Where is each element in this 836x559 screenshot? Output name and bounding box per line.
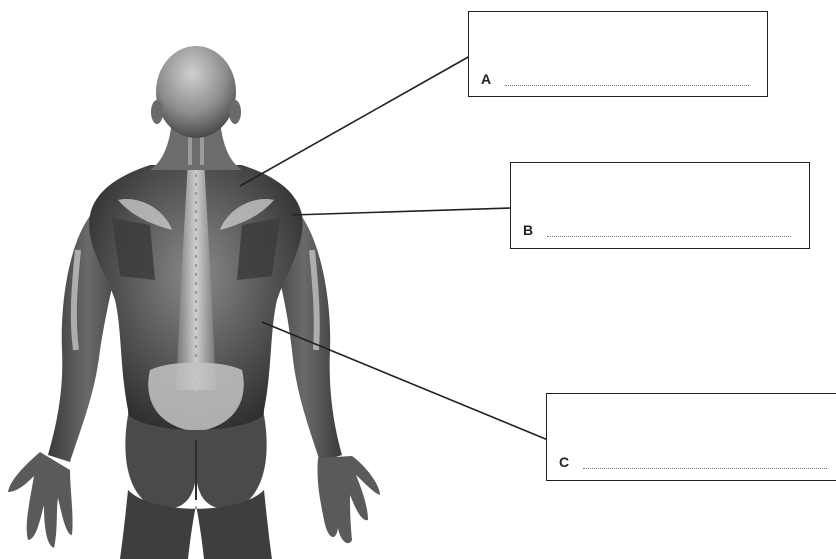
legs (120, 490, 272, 559)
head (156, 46, 236, 138)
label-box-c[interactable]: C (546, 393, 836, 481)
answer-line-b[interactable] (547, 236, 791, 237)
label-letter-b: B (523, 222, 533, 238)
answer-line-a[interactable] (505, 85, 749, 86)
right-hand (317, 456, 380, 543)
answer-line-c[interactable] (583, 468, 827, 469)
label-box-b[interactable]: B (510, 162, 810, 249)
left-hand (8, 452, 73, 548)
label-letter-c: C (559, 454, 569, 470)
leader-line-a (240, 56, 470, 186)
leader-line-b (292, 208, 512, 215)
label-box-a[interactable]: A (468, 11, 768, 97)
label-letter-a: A (481, 71, 491, 87)
